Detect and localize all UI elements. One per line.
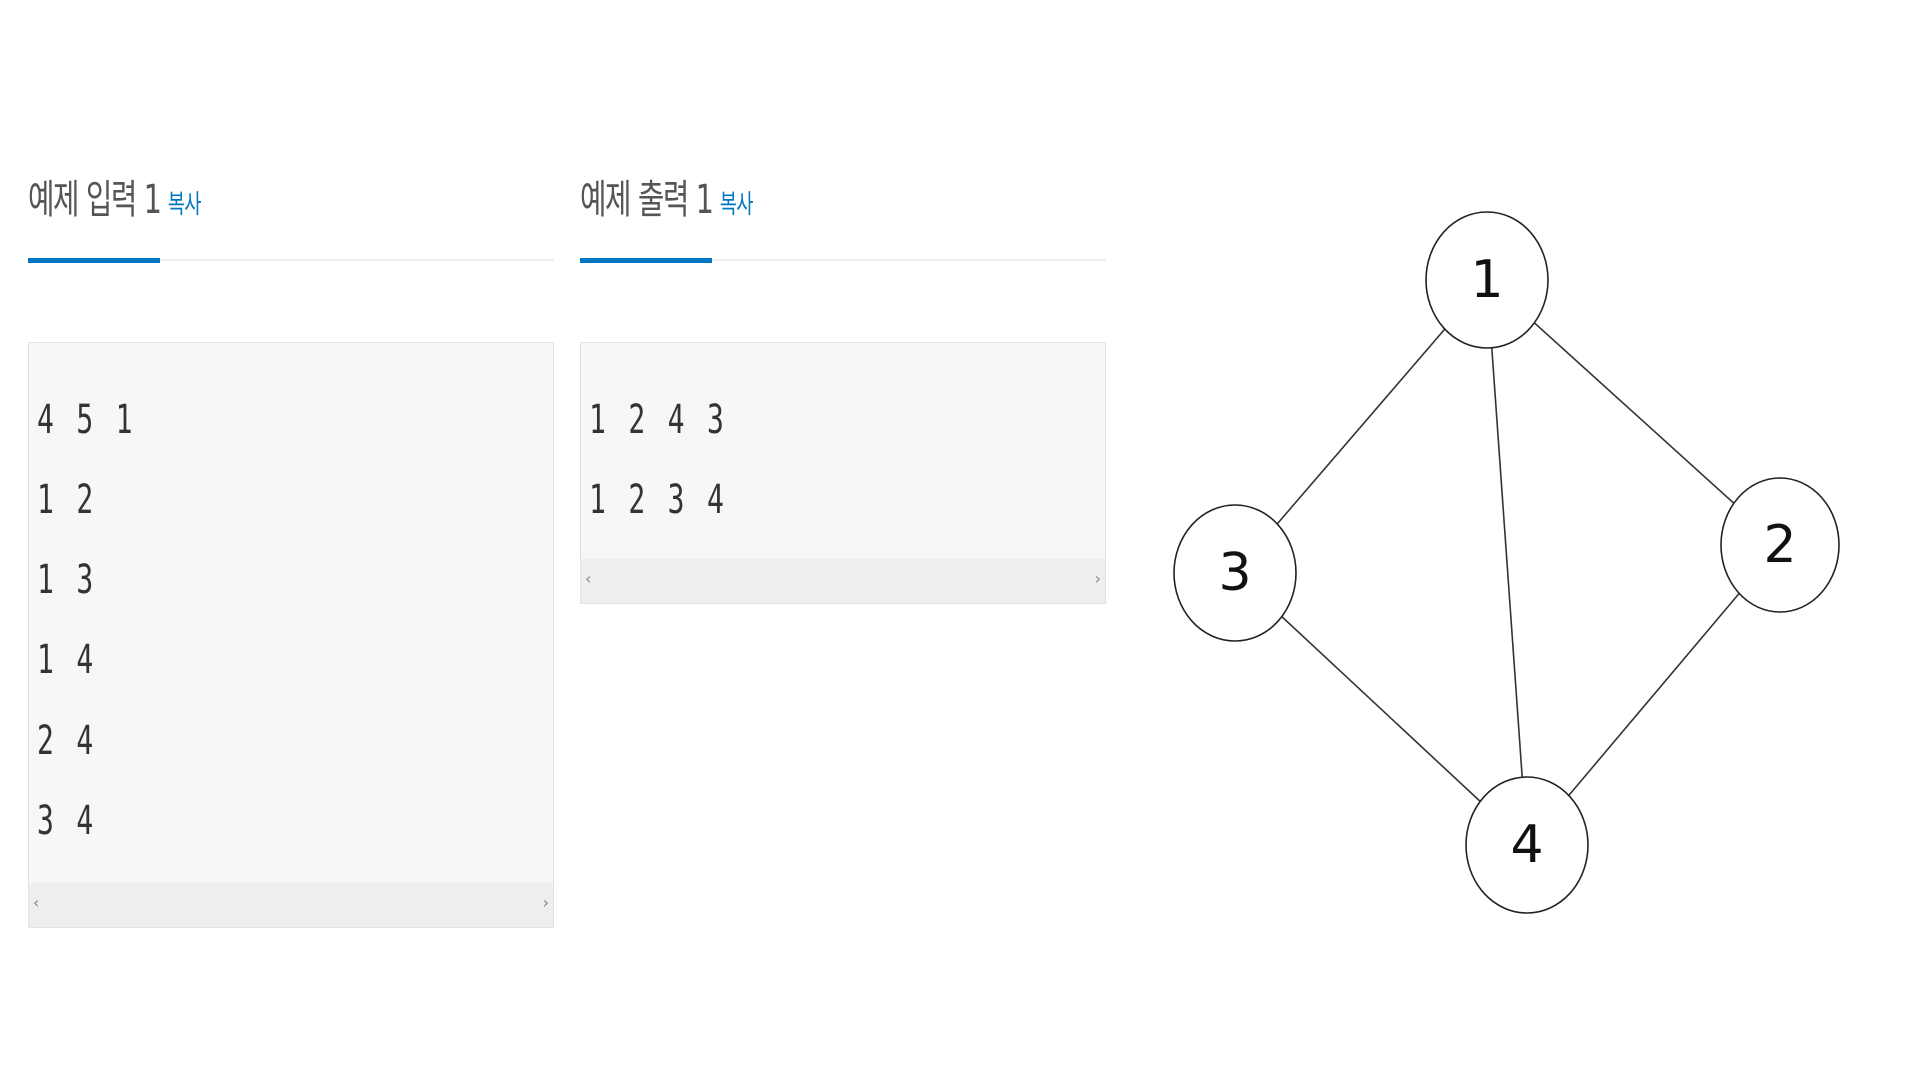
- sample-input-underline-track: [28, 259, 554, 261]
- sample-input-copy-button[interactable]: 복사: [167, 190, 202, 220]
- sample-output-title-text: 예제 출력 1: [580, 177, 714, 223]
- sample-output-horizontal-scrollbar[interactable]: ‹ ›: [581, 559, 1105, 603]
- sample-output-line: 1 2 4 3: [589, 397, 727, 443]
- sample-input-underline-active: [28, 258, 160, 263]
- graph-edges: [1234, 279, 1781, 846]
- graph-nodes: 1 2 3 4: [1173, 211, 1840, 914]
- scroll-right-arrow-icon[interactable]: ›: [1094, 569, 1101, 588]
- sample-output-underline-active: [580, 258, 712, 263]
- sample-output-copy-button[interactable]: 복사: [719, 190, 754, 220]
- sample-output-underline-track: [580, 259, 1106, 261]
- sample-input-line: 3 4: [37, 798, 96, 844]
- graph-node-label: 1: [1470, 250, 1503, 310]
- graph-edge-3-4: [1234, 572, 1528, 846]
- sample-input-line: 1 4: [37, 637, 96, 683]
- sample-input-line: 4 5 1: [37, 397, 136, 443]
- graph-node-3: 3: [1173, 504, 1297, 642]
- sample-input-line: 1 2: [37, 477, 96, 523]
- graph-diagram: 1 2 3 4: [1173, 211, 1840, 914]
- graph-node-circle: [1720, 477, 1840, 613]
- sample-output-code-box[interactable]: 1 2 4 3 1 2 3 4 ‹ ›: [580, 342, 1106, 604]
- sample-input-title-text: 예제 입력 1: [28, 177, 162, 223]
- graph-node-circle: [1425, 211, 1549, 349]
- graph-node-circle: [1173, 504, 1297, 642]
- scroll-left-arrow-icon[interactable]: ‹: [585, 569, 592, 588]
- graph-edge-1-2: [1486, 279, 1781, 546]
- sample-input-code-box[interactable]: 4 5 1 1 2 1 3 1 4 2 4 3 4 ‹ ›: [28, 342, 554, 928]
- graph-edge-1-4: [1486, 279, 1528, 846]
- graph-node-label: 4: [1510, 815, 1543, 875]
- graph-node-label: 2: [1763, 515, 1796, 575]
- graph-node-2: 2: [1720, 477, 1840, 613]
- scroll-left-arrow-icon[interactable]: ‹: [33, 893, 40, 912]
- graph-node-1: 1: [1425, 211, 1549, 349]
- sample-input-line: 1 3: [37, 557, 96, 603]
- scroll-right-arrow-icon[interactable]: ›: [542, 893, 549, 912]
- sample-input-horizontal-scrollbar[interactable]: ‹ ›: [29, 883, 553, 927]
- graph-node-circle: [1465, 776, 1589, 914]
- sample-output-line: 1 2 3 4: [589, 477, 727, 523]
- graph-node-4: 4: [1465, 776, 1589, 914]
- sample-input-line: 2 4: [37, 718, 96, 764]
- graph-node-label: 3: [1218, 543, 1251, 603]
